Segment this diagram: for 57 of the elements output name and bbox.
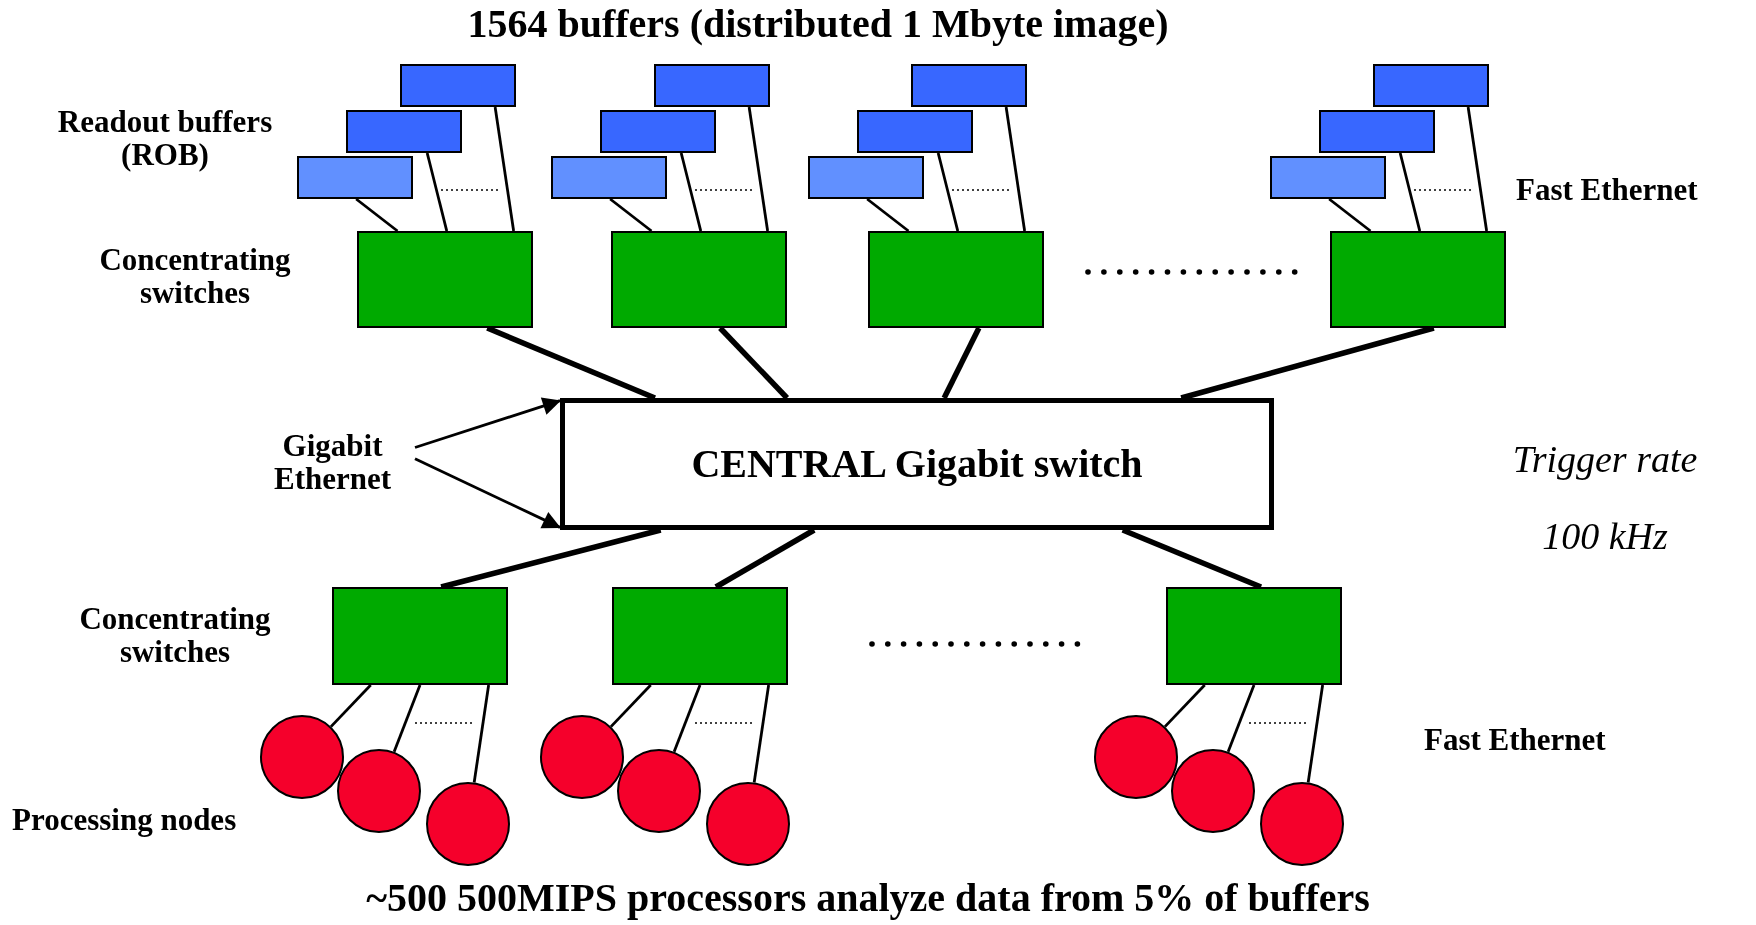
readout-buffer-box — [654, 64, 770, 107]
connection-line — [355, 197, 399, 233]
connection-line — [752, 684, 771, 783]
readout-buffer-box — [346, 110, 462, 153]
central-switch-box — [560, 398, 1274, 530]
connection-line — [1164, 684, 1206, 728]
readout-buffer-box — [1270, 156, 1386, 199]
connection-line — [414, 457, 561, 529]
concentrating-switch-box — [611, 231, 787, 328]
connection-line — [866, 197, 910, 233]
connection-line — [1328, 197, 1372, 233]
connection-line — [941, 326, 982, 400]
connection-line — [718, 326, 790, 400]
connection-line — [414, 397, 561, 449]
part-label: Concentrating switches — [98, 244, 292, 310]
readout-buffer-box — [911, 64, 1027, 107]
note-text: Trigger rate — [1511, 440, 1699, 480]
readout-buffer-box — [600, 110, 716, 153]
concentrating-switch-box — [612, 587, 788, 685]
switch-title: CENTRAL Gigabit switch — [691, 443, 1143, 485]
part-label: Readout buffers (ROB) — [56, 106, 274, 172]
connection-line — [392, 684, 422, 753]
connection-line — [493, 106, 516, 232]
concentrating-switch-box — [1166, 587, 1342, 685]
concentrating-switch-box — [868, 231, 1044, 328]
connection-line — [330, 684, 372, 728]
part-label: Concentrating switches — [78, 603, 272, 669]
readout-buffer-box — [857, 110, 973, 153]
concentrating-switch-box — [357, 231, 533, 328]
concentrating-switch-box — [1330, 231, 1506, 328]
connection-label: Gigabit Ethernet — [272, 429, 393, 496]
connection-line — [672, 684, 702, 753]
connection-line — [679, 152, 703, 232]
connection-line — [1306, 684, 1325, 783]
readout-buffer-box — [400, 64, 516, 107]
connection-line — [609, 197, 653, 233]
note-text: 100 kHz — [1541, 517, 1669, 557]
readout-buffer-box — [297, 156, 413, 199]
diagram-caption: ~500 500MIPS processors analyze data from 5% of buffers — [365, 878, 1371, 918]
part-label: Fast Ethernet — [1424, 724, 1607, 757]
readout-buffer-box — [1373, 64, 1489, 107]
connection-line — [472, 684, 491, 783]
connection-line — [1004, 106, 1027, 232]
part-label: Fast Ethernet — [1516, 174, 1699, 207]
readout-buffer-box — [1319, 110, 1435, 153]
readout-buffer-box — [551, 156, 667, 199]
connection-line — [1398, 152, 1422, 232]
connection-line — [610, 684, 652, 728]
connection-line — [1226, 684, 1256, 753]
connection-line — [747, 106, 770, 232]
diagram-title: 1564 buffers (distributed 1 Mbyte image) — [466, 4, 1170, 44]
part-label: Processing nodes — [12, 804, 238, 837]
concentrating-switch-box — [332, 587, 508, 685]
connection-line — [936, 152, 960, 232]
connection-line — [1466, 106, 1489, 232]
readout-buffer-box — [808, 156, 924, 199]
connection-line — [425, 152, 449, 232]
